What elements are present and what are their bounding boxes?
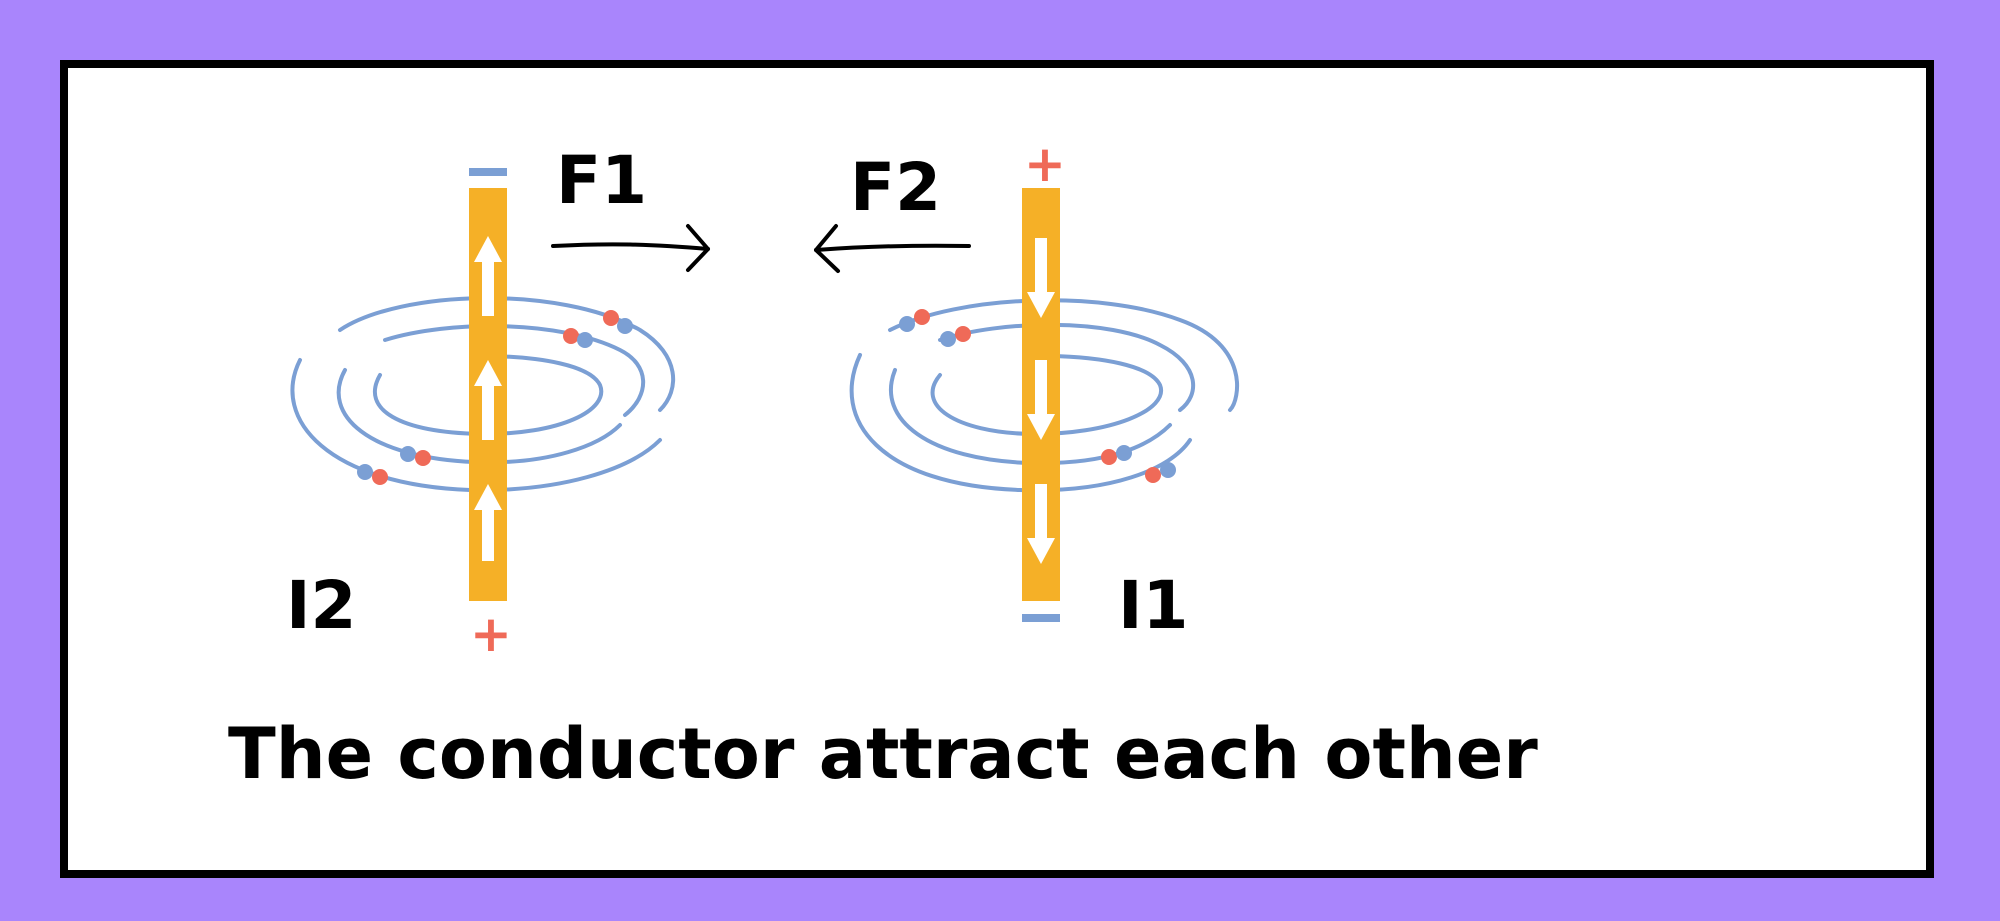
up-arrow-icon bbox=[474, 360, 502, 440]
force-arrow-f2 bbox=[814, 224, 971, 273]
label-f1: F1 bbox=[556, 142, 648, 219]
current-arrows-right bbox=[1027, 238, 1055, 564]
minus-sign-right bbox=[1022, 614, 1060, 622]
label-i1: I1 bbox=[1118, 567, 1189, 644]
caption: The conductor attract each other bbox=[228, 713, 1538, 795]
plus-sign-top-right: + bbox=[1024, 135, 1066, 193]
charges-right bbox=[899, 309, 1176, 483]
field-loop-mid-top-left bbox=[383, 324, 646, 417]
up-arrow-icon bbox=[474, 236, 502, 316]
label-f2: F2 bbox=[850, 149, 942, 226]
field-loop-outer-bottom-left bbox=[290, 358, 662, 493]
field-loop-outer-top-right bbox=[888, 298, 1239, 412]
force-arrow-f1 bbox=[551, 224, 710, 272]
down-arrow-icon bbox=[1027, 238, 1055, 318]
charges-left bbox=[357, 310, 633, 485]
field-loop-mid-top-right bbox=[938, 322, 1196, 412]
field-loop-inner-left bbox=[372, 354, 604, 437]
minus-sign-left bbox=[469, 168, 507, 176]
plus-sign-bottom-left: + bbox=[470, 605, 512, 663]
field-loop-outer-top-left bbox=[338, 296, 675, 412]
down-arrow-icon bbox=[1027, 360, 1055, 440]
field-loop-inner-right bbox=[930, 354, 1164, 437]
current-arrows-left bbox=[474, 236, 502, 561]
label-i2: I2 bbox=[286, 567, 357, 644]
down-arrow-icon bbox=[1027, 484, 1055, 564]
up-arrow-icon bbox=[474, 484, 502, 561]
